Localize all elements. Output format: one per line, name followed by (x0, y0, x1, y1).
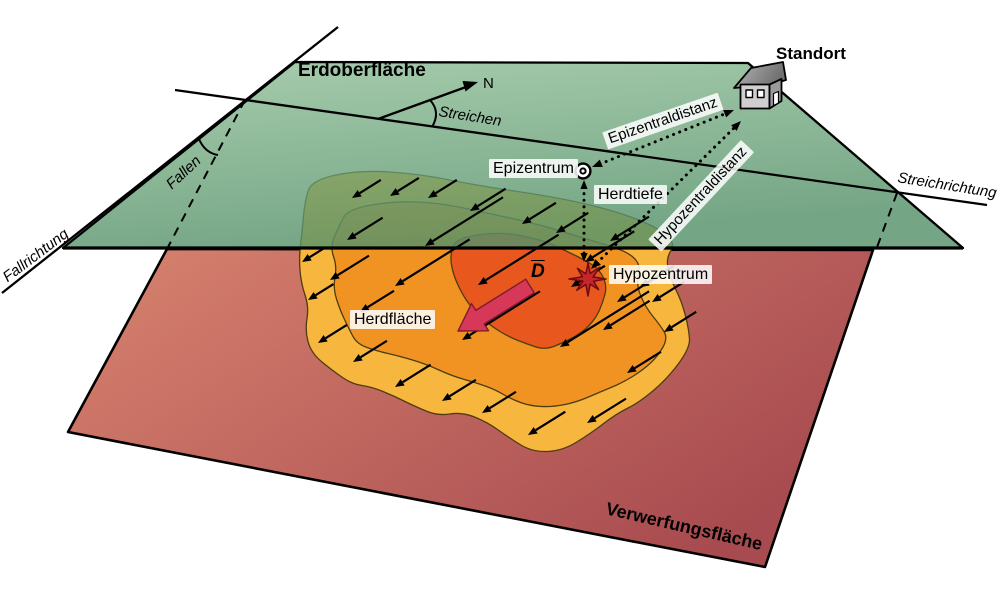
slip-arrow-shaft (594, 397, 627, 420)
slip-arrow-shaft (489, 390, 517, 410)
dip-direction-line (1, 26, 339, 294)
slip-arrow-shaft (367, 289, 395, 309)
slip-arrow-shaft (315, 283, 335, 297)
north-label: N (483, 75, 494, 92)
displacement-symbol: D (531, 261, 545, 282)
slip-arrow-shaft (634, 350, 662, 370)
hypocenter-label: Hypozentrum (609, 265, 713, 285)
slip-arrow-head (482, 405, 492, 413)
epicenter-label: Epizentrum (489, 159, 578, 179)
house-front-wall (739, 83, 771, 110)
slip-arrow-head (395, 379, 405, 387)
surface-label: Erdoberfläche (298, 60, 426, 81)
slip-arrow-shaft (485, 233, 560, 282)
arrowhead (592, 159, 603, 167)
slip-arrow-shaft (610, 299, 651, 327)
slip-arrow-head (560, 339, 570, 347)
slip-arrow-head (442, 393, 452, 401)
arrowhead (591, 259, 601, 269)
hypocentral-distance-line (595, 125, 737, 265)
slip-arrow-head (308, 292, 318, 300)
slip-arrow-shaft (354, 216, 384, 237)
slip-arrow-shaft (563, 211, 589, 230)
slip-arrow-head (617, 294, 627, 302)
slip-arrow-head (347, 232, 357, 240)
slip-arrow-shaft (659, 280, 685, 299)
house-window (745, 89, 754, 99)
slip-arrow-shaft (337, 254, 370, 277)
slip-arrow-head (428, 190, 438, 198)
slip-arrow-shaft (402, 238, 471, 283)
slip-arrow-head (585, 254, 595, 262)
slip-arrow-head (571, 279, 581, 287)
house-window (756, 89, 765, 99)
slip-arrow-head (470, 203, 480, 211)
fallen-angle-arc (198, 138, 219, 156)
surface-plane (61, 60, 965, 250)
slip-arrow-head (425, 238, 435, 246)
displacement-label: D (531, 261, 545, 284)
slip-arrow-shaft (567, 290, 650, 344)
slip-arrow-shaft (592, 230, 635, 259)
measure-lines (582, 111, 737, 265)
slip-arrow-shaft (435, 179, 458, 195)
slip-arrow-shaft (325, 324, 348, 340)
dip-dashed-right (875, 192, 898, 251)
slip-arrow-head (522, 216, 532, 224)
slip-arrow-shaft (449, 378, 477, 398)
slip-arrow-shaft (535, 410, 566, 432)
slip-arrow-head (330, 272, 340, 280)
displacement-arrow (457, 278, 535, 332)
slip-arrow-head (528, 427, 538, 435)
slip-arrow-head (610, 233, 620, 241)
rupture-surface-label: Herdfläche (350, 310, 436, 330)
site-label: Standort (776, 44, 846, 63)
streichen-angle-arc (429, 99, 437, 128)
slip-arrow-head (390, 188, 400, 196)
slip-arrow-shaft (309, 247, 325, 259)
arrowhead (731, 121, 741, 131)
focal-depth-label: Herdtiefe (594, 185, 667, 205)
slip-arrow-head (352, 190, 362, 198)
north-arrow (377, 81, 478, 121)
slip-arrow-shaft (477, 187, 507, 208)
slip-arrow-shaft (529, 201, 557, 221)
house-icon (733, 61, 787, 110)
slip-arrow-shaft (360, 339, 388, 359)
slip-arrow-head (353, 354, 363, 362)
slip-arrow-head (462, 332, 472, 340)
slip-arrow-head (587, 415, 597, 423)
slip-arrow-shaft (397, 177, 420, 193)
dip-dashed-left (166, 99, 246, 250)
slip-arrow-shaft (432, 196, 504, 243)
slip-arrow-head (603, 322, 613, 330)
slip-arrow-head (478, 277, 488, 285)
arrowhead (580, 180, 588, 189)
slip-arrow-shaft (359, 179, 382, 195)
house-door (772, 90, 780, 107)
slip-arrow-head (302, 254, 312, 262)
arrowhead (723, 110, 734, 118)
slip-arrow-head (318, 335, 328, 343)
measure-arrowheads (580, 110, 741, 269)
slip-arrow-head (627, 365, 637, 373)
slip-arrow-head (556, 225, 566, 233)
slip-arrow-shaft (671, 310, 697, 329)
arrowhead (580, 253, 588, 262)
slip-arrow-shaft (402, 363, 432, 384)
hypocenter-star (568, 262, 607, 297)
slip-arrow-head (395, 278, 405, 286)
slip-arrow-head (664, 324, 674, 332)
strike-line (174, 88, 988, 207)
slip-arrow-head (652, 294, 662, 302)
